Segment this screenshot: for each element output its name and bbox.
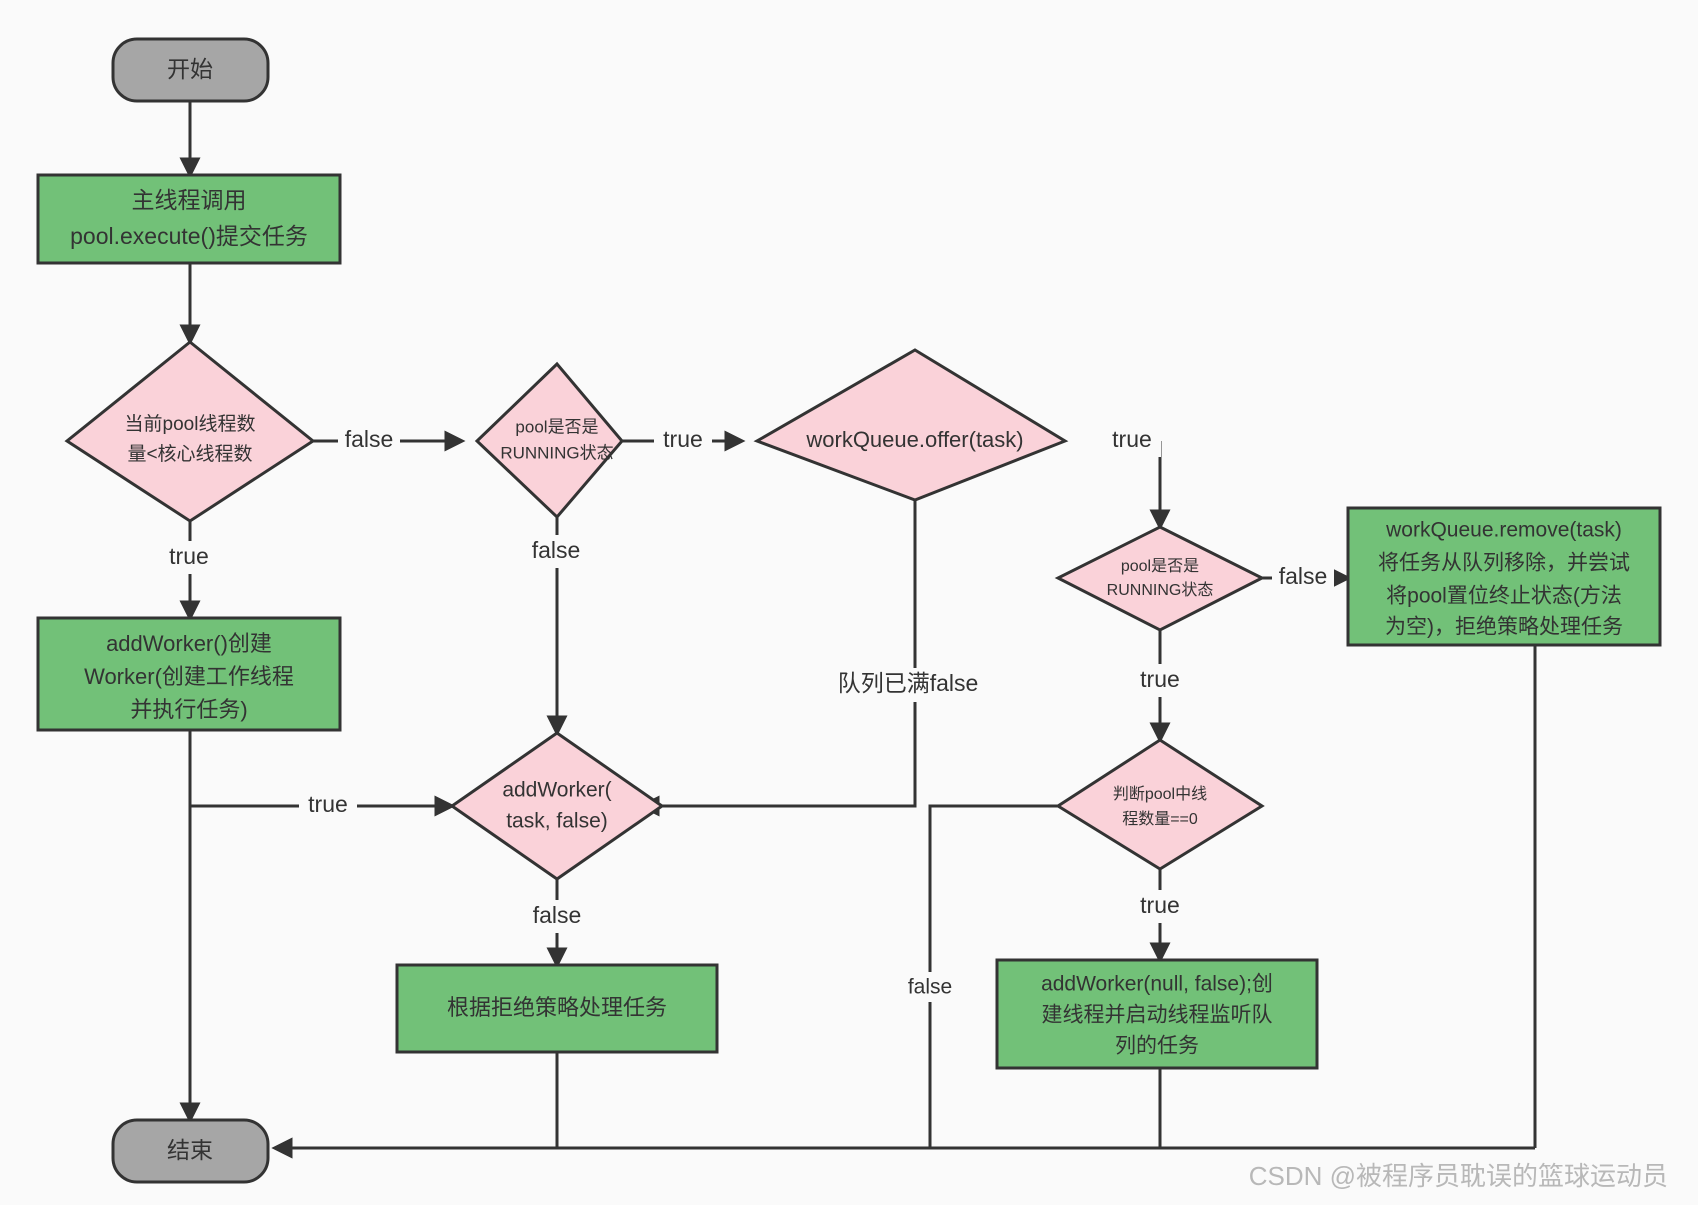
add-worker-task-line1: addWorker(: [502, 779, 611, 802]
label-running1-true: true: [663, 426, 703, 452]
submit-line2: pool.execute()提交任务: [70, 223, 308, 249]
label-addworker-false: false: [533, 902, 582, 928]
label-offer-queue-full: 队列已满false: [838, 670, 979, 696]
label-running2-false: false: [1279, 563, 1328, 589]
node-end[interactable]: 结束: [111, 1118, 270, 1184]
edge-label-count-false: false: [903, 972, 957, 1002]
node-running-check-1[interactable]: pool是否是 RUNNING状态: [474, 361, 624, 520]
running-check-1-line2: RUNNING状态: [500, 443, 613, 462]
submit-line1: 主线程调用: [132, 187, 247, 213]
label-count-true: true: [1140, 892, 1180, 918]
edge-label-core-false: false: [338, 424, 400, 457]
node-submit[interactable]: 主线程调用 pool.execute()提交任务: [36, 173, 342, 265]
count-check-line1: 判断pool中线: [1113, 785, 1207, 803]
core-check-line2: 量<核心线程数: [127, 443, 252, 465]
core-check-line1: 当前pool线程数: [125, 413, 256, 435]
node-running-check-2[interactable]: pool是否是 RUNNING状态: [1054, 525, 1266, 632]
add-worker-task-shape: [449, 731, 665, 881]
edge-label-running2-false: false: [1272, 561, 1334, 594]
edge-label-create-true: true: [299, 789, 357, 822]
add-worker-task-line2: task, false): [506, 810, 608, 833]
add-worker-create-line2: Worker(创建工作线程: [84, 664, 294, 689]
node-add-worker-task[interactable]: addWorker( task, false): [449, 731, 665, 881]
node-remove[interactable]: workQueue.remove(task) 将任务从队列移除，并尝试 将poo…: [1346, 506, 1662, 647]
running-check-2-line1: pool是否是: [1121, 558, 1199, 575]
add-worker-create-line3: 并执行任务): [130, 697, 247, 722]
core-check-shape: [64, 340, 316, 523]
reject-line1: 根据拒绝策略处理任务: [447, 995, 667, 1020]
node-start[interactable]: 开始: [111, 37, 270, 103]
label-running2-true: true: [1140, 666, 1180, 692]
label-running1-false: false: [532, 537, 581, 563]
remove-shape: [1346, 506, 1662, 647]
offer-line1: workQueue.offer(task): [805, 427, 1023, 452]
add-worker-null-line3: 列的任务: [1115, 1035, 1199, 1058]
add-worker-null-line1: addWorker(null, false);创: [1041, 973, 1273, 996]
end-label: 结束: [167, 1137, 213, 1163]
edge-label-count-true: true: [1131, 890, 1189, 923]
add-worker-null-line2: 建线程并启动线程监听队: [1042, 1004, 1273, 1027]
add-worker-null-shape: [995, 958, 1319, 1070]
remove-line2: 将任务从队列移除，并尝试: [1378, 552, 1630, 575]
edge-label-offer-true: true: [1103, 424, 1161, 457]
edge-label-running2-true: true: [1131, 664, 1189, 697]
edge-label-running1-true: true: [654, 424, 712, 457]
node-reject[interactable]: 根据拒绝策略处理任务: [395, 963, 719, 1054]
offer-shape: [753, 348, 1069, 502]
node-core-check[interactable]: 当前pool线程数 量<核心线程数: [64, 340, 316, 523]
running-check-1-shape: [474, 361, 624, 520]
node-offer[interactable]: workQueue.offer(task): [753, 348, 1069, 502]
start-label: 开始: [167, 56, 213, 82]
start-shape: [111, 37, 270, 103]
label-core-true: true: [169, 543, 209, 569]
edge-label-addworker-false: false: [526, 900, 588, 933]
edge-label-running1-false: false: [525, 535, 587, 568]
node-add-worker-null[interactable]: addWorker(null, false);创 建线程并启动线程监听队 列的任…: [995, 958, 1319, 1070]
node-count-check[interactable]: 判断pool中线 程数量==0: [1055, 738, 1265, 871]
label-count-false: false: [908, 976, 952, 999]
remove-line4: 为空)，拒绝策略处理任务: [1385, 616, 1623, 639]
count-check-shape: [1055, 738, 1265, 871]
running-check-2-shape: [1054, 525, 1266, 632]
edge-labels: false true true false true 队列已满false: [160, 424, 1334, 1002]
edge-label-core-true: true: [160, 541, 218, 574]
label-create-true: true: [308, 791, 348, 817]
edges: [179, 101, 1537, 1159]
node-add-worker-create[interactable]: addWorker()创建 Worker(创建工作线程 并执行任务): [36, 616, 342, 732]
label-offer-true: true: [1112, 426, 1152, 452]
count-check-line2: 程数量==0: [1122, 810, 1198, 828]
running-check-1-line1: pool是否是: [515, 417, 598, 436]
remove-line3: 将pool置位终止状态(方法: [1386, 585, 1622, 608]
edge-label-offer-queue-full: 队列已满false: [818, 668, 998, 702]
csdn-watermark: CSDN @被程序员耽误的篮球运动员: [1248, 1161, 1668, 1191]
add-worker-create-line1: addWorker()创建: [106, 631, 272, 656]
end-shape: [111, 1118, 270, 1184]
label-core-false: false: [345, 426, 394, 452]
edge-offer-queuefull-to-addworker-task: [638, 500, 917, 817]
add-worker-create-shape: [36, 616, 342, 732]
running-check-2-line2: RUNNING状态: [1107, 581, 1214, 599]
submit-shape: [36, 173, 342, 265]
remove-line1: workQueue.remove(task): [1385, 519, 1622, 542]
reject-shape: [395, 963, 719, 1054]
